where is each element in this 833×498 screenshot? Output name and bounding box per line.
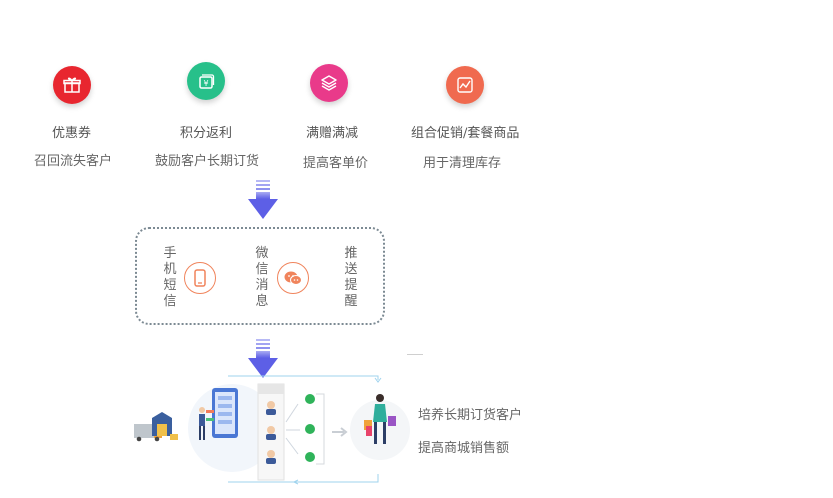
warehouse-truck-icon: [134, 412, 178, 442]
gift-icon: [53, 66, 91, 104]
user-avatar-icon: [266, 401, 276, 464]
svg-text:¥: ¥: [203, 79, 208, 88]
wechat-dot-icon: [305, 394, 315, 462]
push-char: 送: [344, 262, 358, 277]
flow-illustration: [134, 375, 410, 485]
sms-char: 机: [163, 262, 177, 277]
divider-dash: [407, 354, 423, 355]
push-char: 推: [344, 246, 358, 261]
shopper-illustration: [364, 394, 396, 444]
feature-desc-coupon: 召回流失客户: [34, 154, 113, 169]
feature-desc-points: 鼓励客户长期订货: [155, 154, 260, 169]
feature-title-gift-discount: 满赠满减: [306, 126, 359, 141]
wechat-char: 微: [255, 246, 269, 261]
outcome-loyal-customers: 培养长期订货客户: [418, 408, 523, 423]
layers-icon: [310, 64, 348, 102]
wechat-char: 信: [255, 262, 269, 277]
wechat-char: 息: [255, 294, 269, 309]
feature-title-bundle: 组合促销/套餐商品: [411, 126, 520, 141]
trend-chart-icon: [446, 66, 484, 104]
down-arrow-1: [248, 180, 278, 219]
yen-card-icon: ¥: [187, 62, 225, 100]
mobile-phone-icon: [184, 262, 216, 294]
feature-desc-bundle: 用于清理库存: [423, 156, 502, 171]
push-char: 提: [344, 278, 358, 293]
outcome-sales-increase: 提高商城销售额: [418, 441, 510, 456]
sms-char: 短: [163, 278, 177, 293]
down-arrow-2: [248, 339, 278, 378]
feature-desc-gift-discount: 提高客单价: [303, 156, 369, 171]
feature-title-points: 积分返利: [180, 126, 233, 141]
sms-char: 信: [163, 294, 177, 309]
wechat-char: 消: [255, 278, 269, 293]
phone-app-illustration: [199, 388, 238, 440]
channel-box: [135, 227, 385, 325]
feature-title-coupon: 优惠券: [52, 126, 92, 141]
wechat-icon: [277, 262, 309, 294]
push-char: 醒: [344, 294, 358, 309]
sms-char: 手: [163, 246, 177, 261]
